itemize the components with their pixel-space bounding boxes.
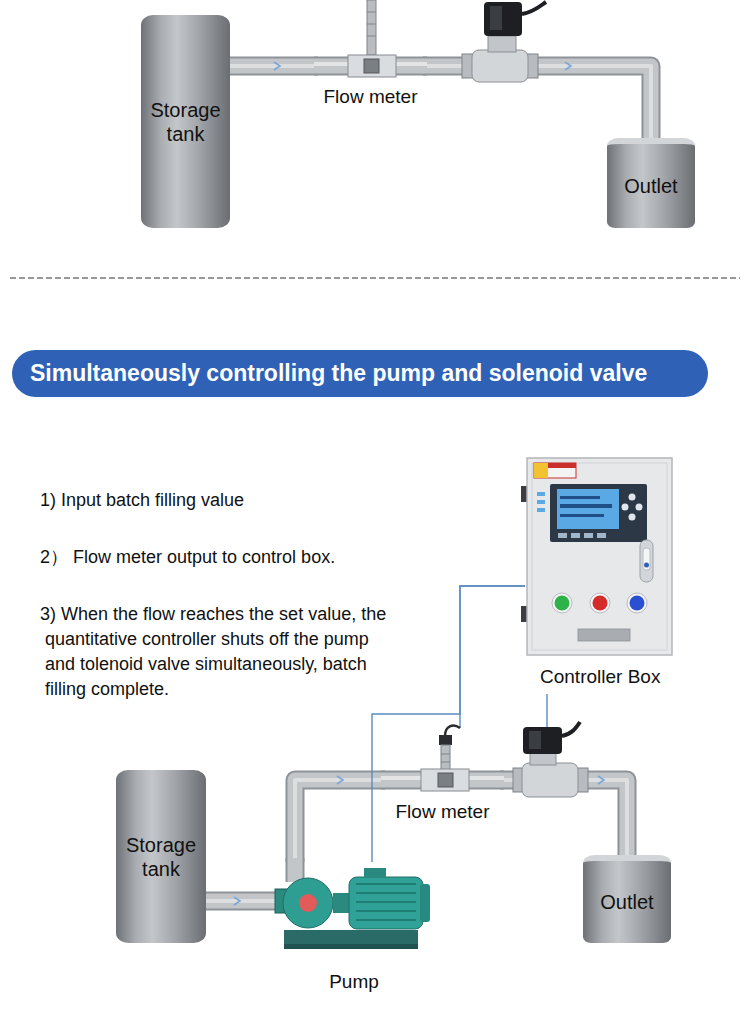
outlet-tank: Outlet xyxy=(607,138,695,228)
node-text: Storage tank xyxy=(120,833,202,881)
solenoid-valve-symbol xyxy=(513,722,588,797)
flow-meter-symbol xyxy=(348,0,396,77)
pipe-outline xyxy=(230,57,318,76)
wire-line xyxy=(372,586,525,862)
pipe-segment xyxy=(295,64,504,882)
title-banner: Simultaneously controlling the pump and … xyxy=(12,350,708,397)
solenoid-valve-symbol xyxy=(462,2,546,82)
flow-meter-symbol xyxy=(421,726,469,791)
outlet-tank: Outlet xyxy=(583,855,671,943)
node-text: Flow meter xyxy=(324,86,418,108)
signal-wire xyxy=(460,586,525,728)
node-text: Controller Box xyxy=(540,666,660,688)
controller-box-illustration xyxy=(521,458,672,655)
signal-wire xyxy=(372,586,525,862)
pipe-body xyxy=(206,894,278,909)
instruction-text: 3) When the flow reaches the set value, … xyxy=(40,602,390,702)
storage-tank: Storage tank xyxy=(116,770,206,943)
pipe-outline xyxy=(206,892,278,911)
node-text: Pump xyxy=(329,971,379,993)
pipe-connector xyxy=(230,66,318,67)
pump: Pump xyxy=(278,862,430,997)
pipe-highlight xyxy=(206,899,278,903)
valve-wire xyxy=(546,694,547,727)
node-text: Flow meter xyxy=(396,801,490,823)
pipe-highlight xyxy=(230,64,318,68)
flow-direction-chevron xyxy=(234,62,604,905)
node-text: Storage tank xyxy=(145,98,226,146)
flow-meter-label: Flow meter xyxy=(385,728,500,825)
pipe-connector xyxy=(206,901,278,902)
pipe-body xyxy=(230,59,318,74)
separator-line xyxy=(10,278,740,279)
node-text: Outlet xyxy=(600,890,653,914)
flow-meter-label: Flow meter xyxy=(318,0,423,110)
wire-line xyxy=(460,586,525,728)
title-text: Simultaneously controlling the pump and … xyxy=(30,360,647,387)
instruction-text: 2） Flow meter output to control box. xyxy=(40,545,385,570)
pump-symbol xyxy=(275,868,430,949)
storage-tank: Storage tank xyxy=(141,15,230,228)
controller-box: Controller Box xyxy=(525,455,685,692)
node-text: Outlet xyxy=(624,174,677,198)
instruction-text: 1) Input batch filling value xyxy=(40,488,385,513)
